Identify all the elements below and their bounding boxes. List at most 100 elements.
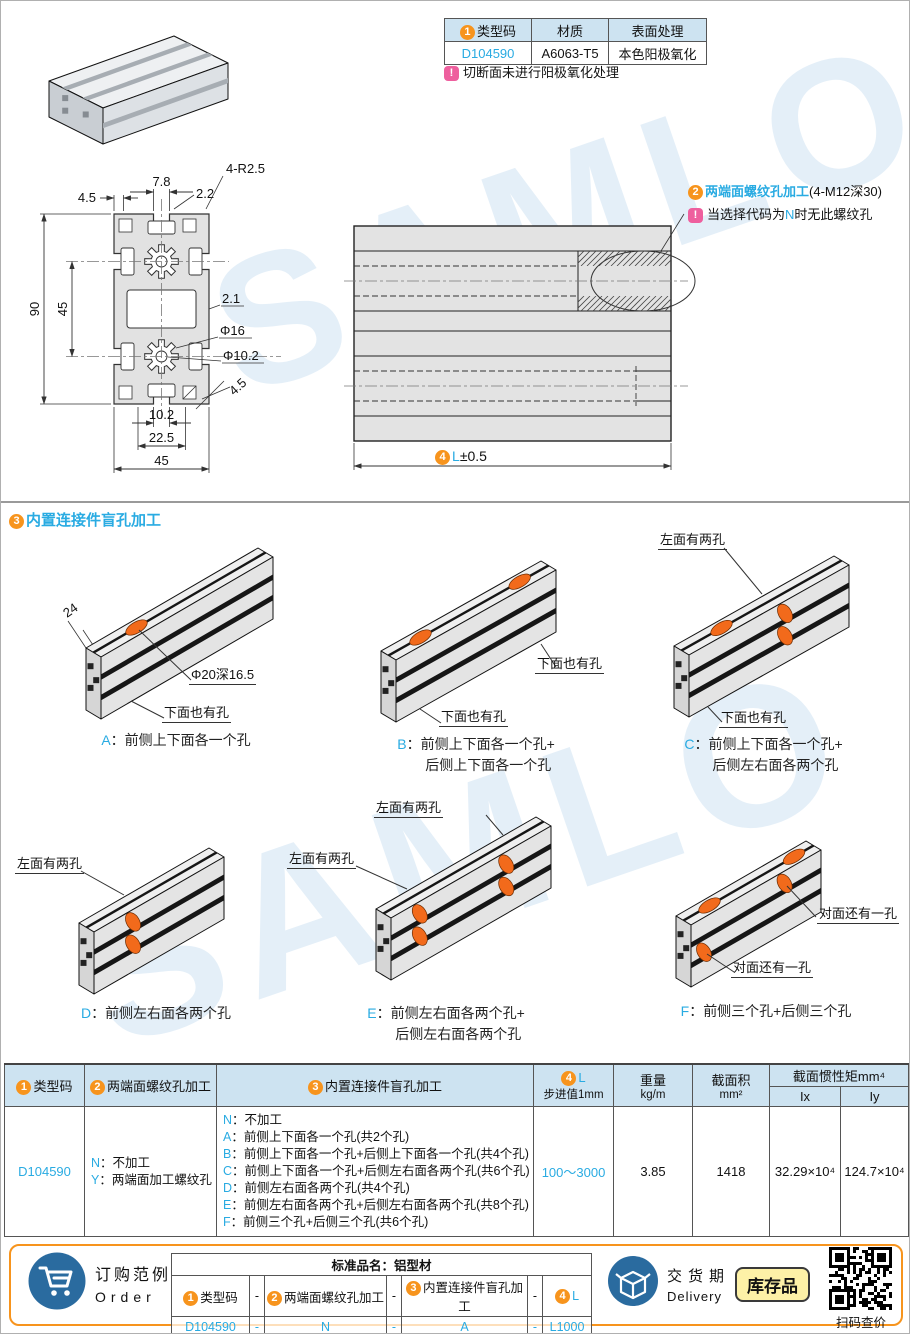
dim-4-5-corner: 4.5 [226,375,249,398]
ix-value: 32.29×10⁴ [769,1106,841,1237]
order-sep: - [249,1275,265,1317]
table-row: D104590 N：不加工 Y：两端面加工螺纹孔 N：不加工 A：前侧上下面各一… [4,1106,909,1237]
badge-2: 2 [688,185,703,200]
diagram-b-caption: B：前侧上下面各一个孔+后侧上下面各一个孔 [397,736,555,773]
bottom-hole-label: 下面也有孔 [162,702,232,723]
blind-options-cell: N：不加工 A：前侧上下面各一个孔(共2个孔) B：前侧上下面各一个孔+后侧上下… [216,1106,534,1237]
dim-2-2: 2.2 [196,186,214,201]
thread-options-cell: N：不加工 Y：两端面加工螺纹孔 [84,1106,217,1237]
diagram-c: 左面有两孔 下面也有孔 C：前侧上下面各一个孔+后侧左右面各两个孔 [616,521,909,791]
spec-material-value: A6063-T5 [531,41,609,65]
diagram-a-caption: A：前侧上下面各一个孔 [101,732,251,748]
cart-icon [28,1252,86,1310]
dim-dia10-2: Φ10.2 [223,348,259,363]
diagram-e-drawing [355,814,552,981]
dim-2-1: 2.1 [222,291,240,306]
left-holes-label: 左面有两孔 [374,797,444,818]
dim-7-8: 7.8 [152,174,170,189]
dim-dia16: Φ16 [220,323,245,338]
delivery-icon [608,1256,658,1306]
order-value-type[interactable]: D104590 [171,1316,250,1333]
order-value-length: L1000 [541,1316,593,1333]
dim-45-left: 45 [55,302,70,316]
left-holes-label: 左面有两孔 [658,529,728,550]
left-holes-label: 左面有两孔 [15,853,85,874]
warning-icon: ! [688,208,703,223]
order-sep: - [386,1316,402,1333]
length-range: 100～3000 [533,1106,614,1237]
spec-surface-value: 本色阳极氧化 [608,41,707,65]
spec-header-material: 材质 [531,18,609,42]
spec-note: !切断面未进行阳极氧化处理 [444,62,619,81]
opposite-hole-label: 对面还有一孔 [817,903,900,924]
product-name: 标准品名：铝型材 [170,1253,593,1276]
iy-value: 124.7×10⁴ [840,1106,909,1237]
dim-45-bottom: 45 [154,453,168,468]
badge-1: 1 [459,24,475,40]
warning-icon: ! [444,66,459,81]
diagram-c-caption: C：前侧上下面各一个孔+后侧左右面各两个孔 [684,736,843,773]
diagram-c-drawing [673,547,850,723]
diagram-e-caption: E：前侧左右面各两个孔+后侧左右面各两个孔 [367,1005,525,1042]
opposite-hole-label: 对面还有一孔 [731,957,814,978]
header-iy: Iy [840,1086,909,1107]
order-title: 订购范例 Order [95,1267,172,1305]
area-value: 1418 [692,1106,770,1237]
dim-90: 90 [27,302,42,316]
order-sep: - [249,1316,265,1333]
diagram-f-caption: F：前侧三个孔+后侧三个孔 [680,1003,852,1019]
qr-caption: 扫码查价 [835,1316,886,1330]
product-photo [48,35,229,145]
diagram-d-drawing [78,847,225,995]
diagram-f: 对面还有一孔 对面还有一孔 F：前侧三个孔+后侧三个孔 [621,821,909,1056]
diagram-d-caption: D：前侧左右面各两个孔 [80,1005,232,1021]
diagram-b-drawing [380,560,557,724]
diagram-f-drawing [675,840,822,988]
qr-code[interactable] [829,1247,892,1310]
badge-3: 3 [9,514,24,529]
badge-4: 4 [435,450,451,465]
dim-10-2: 10.2 [149,407,174,422]
bottom-hole-label: 下面也有孔 [535,653,605,674]
diagram-e: 左面有两孔 左面有两孔 E：前侧左右面各两个孔+后侧左右面各两个孔 [281,791,611,1056]
bottom-hole-label: 下面也有孔 [439,706,509,727]
left-holes-label: 左面有两孔 [287,848,357,869]
header-inertia: 截面惯性矩mm⁴ [769,1063,909,1087]
section-divider [1,501,909,503]
header-ix: Ix [769,1086,841,1107]
side-view-drawing [344,213,696,470]
type-code-link[interactable]: D104590 [4,1106,85,1237]
diagram-d: 左面有两孔 D：前侧左右面各两个孔 [11,831,301,1046]
diagram-b: 下面也有孔 下面也有孔 B：前侧上下面各一个孔+后侧上下面各一个孔 [331,556,621,791]
diagram-a-drawing: 24 [60,547,274,720]
dim-24: 24 [60,600,80,621]
dim-22-5: 22.5 [149,430,174,445]
spec-header-surface: 表面处理 [608,18,707,42]
order-sep: - [386,1275,402,1317]
bottom-hole-label: 下面也有孔 [719,707,789,728]
hole-spec-label: Φ20深16.5 [189,664,257,685]
stock-badge: 库存品 [735,1267,810,1302]
diagram-a: 24 Φ20深16.5 下面也有孔 A：前侧上下面各一个孔 [31,547,321,781]
dim-4-5-top: 4.5 [78,190,96,205]
order-value-blind: A [401,1316,528,1333]
weight-value: 3.85 [613,1106,693,1237]
order-sep: - [527,1316,543,1333]
order-value-thread: N [264,1316,387,1333]
